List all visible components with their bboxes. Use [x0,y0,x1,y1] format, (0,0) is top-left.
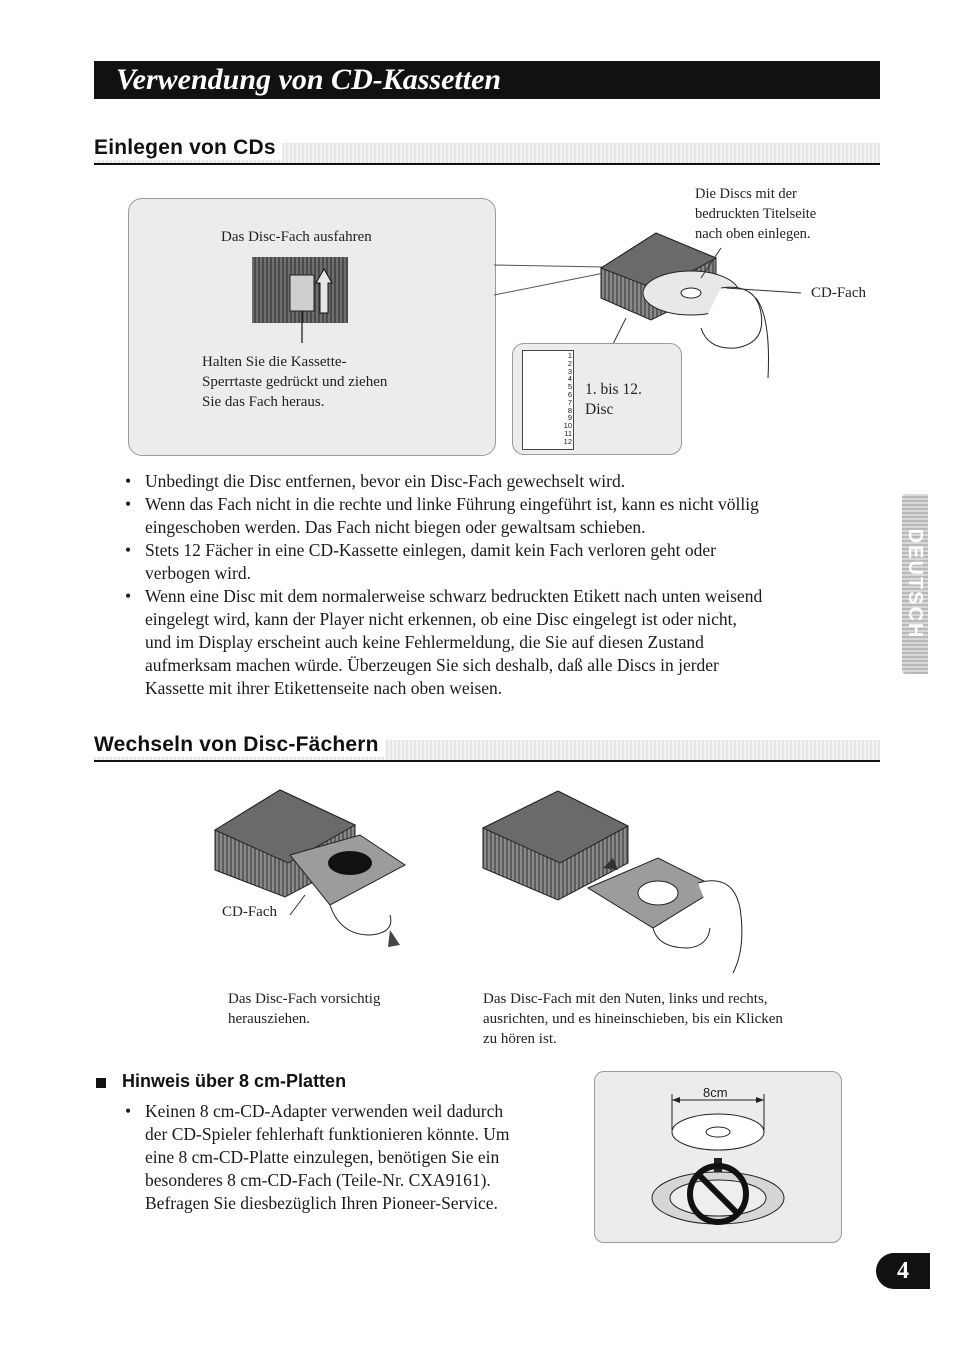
hold-line-2: Sperrtaste gedrückt und ziehen [202,374,388,390]
right-caption-line-1: Das Disc-Fach mit den Nuten, links und r… [483,991,768,1007]
note-line-2: der CD-Spieler fehlerhaft funktionieren … [145,1124,510,1144]
list-item: Wenn das Fach nicht in die rechte und li… [118,493,878,539]
slot-number: 2 [567,358,572,368]
discs-note-line-1: Die Discs mit der [695,186,797,202]
section-heading-einlegen: Einlegen von CDs [94,136,282,160]
slot-number: 9 [567,413,572,423]
discs-note-line-3: nach oben einlegen. [695,226,811,242]
list-item: Unbedingt die Disc entfernen, bevor ein … [118,470,878,493]
bullet-line: eingeschoben werden. Das Fach nicht bieg… [145,517,646,537]
slot-number: 6 [567,389,572,399]
slot-number: 10 [563,421,572,431]
slot-number: 1 [567,351,572,360]
tray-insert-illustration [481,790,743,974]
section-rule [94,760,880,762]
cd-tray-label: CD-Fach [811,285,866,301]
bullet-line: Wenn das Fach nicht in die rechte und li… [145,494,759,514]
note-bullet-list: Keinen 8 cm-CD-Adapter verwenden weil da… [118,1100,578,1215]
slot-number: 12 [563,436,572,446]
language-side-tab: DEUTSCH [902,494,928,674]
discs-note-line-2: bedruckten Titelseite [695,206,817,222]
note-line-3: eine 8 cm-CD-Platte einzulegen, benötige… [145,1147,500,1167]
bullet-line: Kassette mit ihrer Etikettenseite nach o… [145,678,503,698]
page-number: 4 [876,1253,930,1289]
left-caption: Das Disc-Fach vorsichtig herausziehen. [228,989,380,1029]
note-heading: Hinweis über 8 cm-Platten [122,1071,347,1091]
note-line-1: Keinen 8 cm-CD-Adapter verwenden weil da… [145,1101,504,1121]
bullet-line: Stets 12 Fächer in eine CD-Kassette einl… [145,540,717,560]
hold-line-3: Sie das Fach heraus. [202,394,325,410]
disc-range-line-2: Disc [585,401,614,418]
right-caption: Das Disc-Fach mit den Nuten, links und r… [483,989,783,1049]
list-item: Keinen 8 cm-CD-Adapter verwenden weil da… [118,1100,578,1215]
discs-note: Die Discs mit der bedruckten Titelseite … [695,184,816,244]
cassette-lock-illustration [252,257,348,343]
note-line-5: Befragen Sie diesbezüglich Ihren Pioneer… [145,1193,498,1213]
bullet-line: verbogen wird. [145,563,251,583]
connector-lines [494,264,605,296]
slot-number: 3 [567,366,572,376]
list-item: Wenn eine Disc mit dem normalerweise sch… [118,585,878,700]
slot-column [522,350,574,450]
slot-number-list: 1 2 3 4 5 6 7 8 9 10 11 12 [562,352,572,446]
note-square-marker [96,1078,106,1088]
slot-number: 8 [567,405,572,415]
bullet-line: Wenn eine Disc mit dem normalerweise sch… [145,586,763,606]
eject-label: Das Disc-Fach ausfahren [221,229,372,245]
8cm-label: 8cm [703,1085,728,1100]
page-title: Verwendung von CD-Kassetten [94,61,880,99]
section-header-band [94,143,880,163]
cd-cassette-illustration [599,232,802,379]
left-caption-line-2: herausziehen. [228,1011,311,1027]
slot-number: 11 [564,428,572,438]
hold-line-1: Halten Sie die Kassette- [202,354,347,370]
note-line-4: besonderes 8 cm-CD-Fach (Teile-Nr. CXA91… [145,1170,491,1190]
side-tab-label: DEUTSCH [904,528,926,640]
section-rule [94,163,880,165]
right-caption-line-3: zu hören ist. [483,1031,557,1047]
right-caption-line-2: ausrichten, und es hineinschieben, bis e… [483,1011,783,1027]
slot-number: 5 [567,382,572,392]
section-heading-wechseln: Wechseln von Disc-Fächern [94,733,385,757]
tray-pull-illustration [213,789,406,947]
disc-range-line-1: 1. bis 12. [585,381,642,398]
bullet-line: Unbedingt die Disc entfernen, bevor ein … [145,471,626,491]
disc-range: 1. bis 12. Disc [585,380,642,420]
bullet-line: aufmerksam machen würde. Überzeugen Sie … [145,655,719,675]
figure-panel-eject [128,198,496,456]
bullet-list-einlegen: Unbedingt die Disc entfernen, bevor ein … [118,470,878,700]
hold-instructions: Halten Sie die Kassette- Sperrtaste gedr… [202,352,387,412]
slot-number: 4 [567,374,572,384]
bullet-line: eingelegt wird, kann der Player nicht er… [145,609,737,629]
bullet-line: und im Display erscheint auch keine Fehl… [145,632,704,652]
8cm-adapter-illustration [651,1094,785,1225]
left-figure-cd-tray-label: CD-Fach [222,904,277,920]
left-caption-line-1: Das Disc-Fach vorsichtig [228,991,381,1007]
slot-number: 7 [567,397,572,407]
list-item: Stets 12 Fächer in eine CD-Kassette einl… [118,539,878,585]
